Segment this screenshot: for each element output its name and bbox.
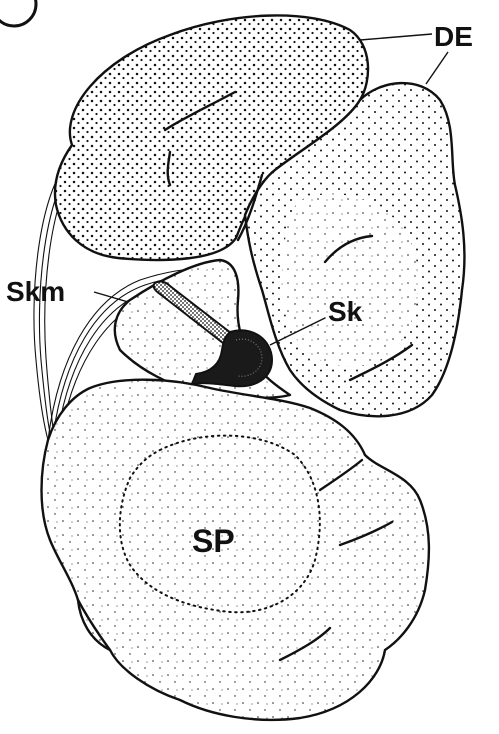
sp-organ-stipple [42,380,429,720]
de-leader-1 [360,34,432,40]
de-leader-2 [426,52,448,84]
label-skm: Skm [6,276,65,307]
skm-leader [94,292,128,302]
label-sk: Sk [328,296,363,327]
panel-marker [0,0,36,26]
label-de: DE [434,21,473,52]
label-sp: SP [192,523,235,559]
